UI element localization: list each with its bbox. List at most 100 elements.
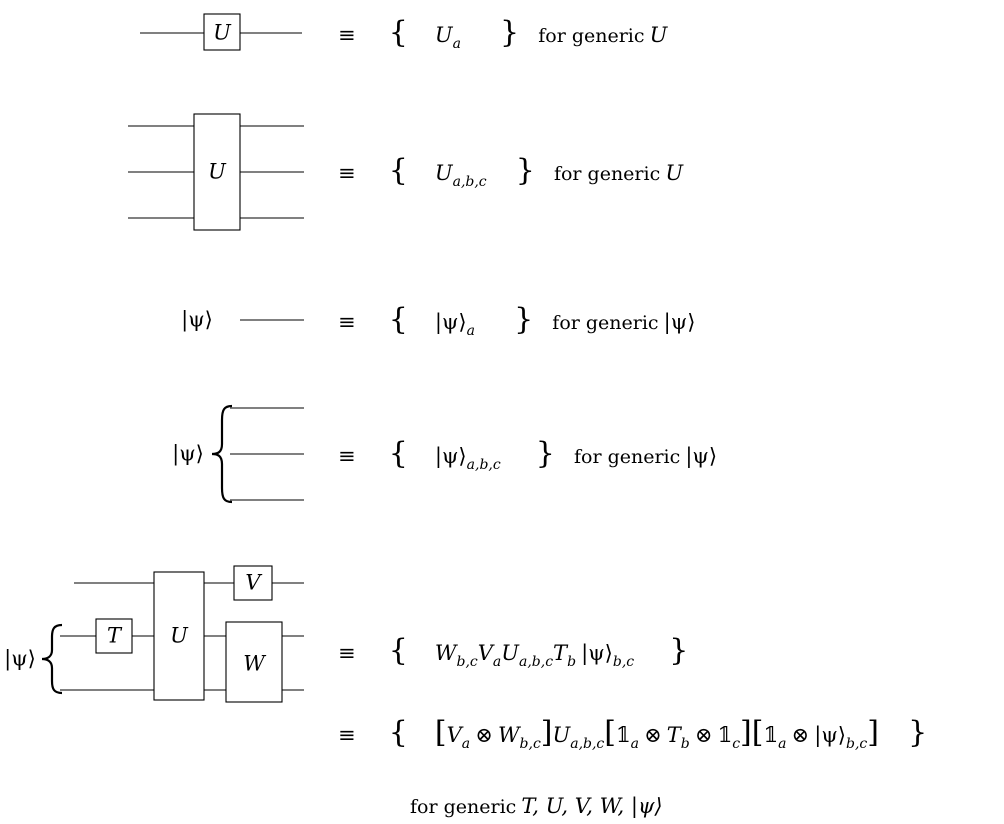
state-ket-label-composite: |ψ⟩ [4, 646, 36, 671]
gate-box-v [233, 565, 273, 601]
op-subscript: a,b,c [452, 174, 487, 190]
identity-symbol-2: 𝟙 [717, 723, 733, 747]
u-symbol: U [552, 723, 571, 747]
state-brace-multi [211, 404, 233, 504]
otimes-2: ⊗ [644, 723, 662, 747]
otimes-4: ⊗ [791, 723, 810, 747]
w-symbol: W [434, 641, 457, 665]
u-subscript: a,b,c [518, 654, 554, 670]
equation-row-5-line-2: ≡ { [Va ⊗ Wb,c]Ua,b,c[𝟙a ⊗ Tb ⊗ 𝟙c][𝟙a ⊗… [338, 715, 928, 752]
caption-math: T, U, V, W, |ψ⟩ [521, 794, 663, 818]
equation-row-2: ≡ { Ua,b,c } for generic U [338, 153, 684, 190]
open-brace: { [388, 153, 408, 188]
gate-box-w [225, 621, 283, 703]
op-symbol: |ψ⟩ [434, 310, 467, 334]
equation-row-1: ≡ { Ua } for generic U [338, 15, 668, 52]
u-subscript: a,b,c [570, 736, 605, 752]
state-ket-label-single: |ψ⟩ [181, 307, 213, 332]
equiv-symbol: ≡ [338, 444, 356, 468]
close-brace: } [514, 302, 534, 337]
equiv-symbol: ≡ [338, 641, 356, 665]
op-symbol: |ψ⟩ [434, 444, 467, 468]
caption-math: |ψ⟩ [663, 310, 696, 334]
equiv-symbol: ≡ [338, 23, 356, 47]
u-symbol: U [501, 641, 519, 665]
open-brace: { [388, 633, 408, 668]
otimes-1: ⊗ [475, 723, 493, 747]
v-subscript: a [492, 654, 502, 670]
gate-label-v: V [245, 570, 261, 595]
open-bracket-2: [ [604, 715, 616, 750]
op-subscript: a,b,c [466, 457, 501, 473]
identity-subscript-2: c [732, 736, 741, 752]
identity-subscript-3: a [778, 736, 787, 752]
w-subscript: b,c [519, 736, 541, 752]
ket-symbol: |ψ⟩ [814, 723, 846, 747]
open-brace: { [388, 302, 408, 337]
caption-text: for generic [552, 312, 659, 334]
gate-box-t [95, 618, 133, 654]
t-subscript: b [680, 736, 690, 752]
close-brace: } [515, 153, 535, 188]
caption-math: |ψ⟩ [685, 444, 718, 468]
gate-box-u-multi [193, 113, 241, 231]
op-symbol: U [434, 161, 453, 185]
identity-symbol-3: 𝟙 [763, 723, 779, 747]
equation-row-4: ≡ { |ψ⟩a,b,c } for generic |ψ⟩ [338, 436, 718, 473]
equation-row-3: ≡ { |ψ⟩a } for generic |ψ⟩ [338, 302, 696, 339]
t-symbol: T [553, 641, 568, 665]
ket-symbol: |ψ⟩ [581, 641, 613, 665]
caption-math: U [649, 23, 668, 47]
v-subscript: a [461, 736, 471, 752]
open-brace: { [388, 436, 408, 471]
circuit-single-gate [140, 13, 302, 51]
circuit-three-wire-gate [128, 113, 304, 231]
state-brace-composite [41, 623, 63, 695]
ket-subscript: b,c [846, 736, 868, 752]
ket-subscript: b,c [612, 654, 635, 670]
gate-label-w: W [243, 651, 265, 676]
equiv-symbol: ≡ [338, 310, 356, 334]
identity-subscript-1: a [630, 736, 639, 752]
op-subscript: a [466, 323, 475, 339]
gate-label-u-multi: U [208, 159, 226, 184]
caption-text: for generic [410, 796, 517, 818]
close-bracket-1: ] [540, 715, 553, 750]
state-ket-label-multi: |ψ⟩ [172, 441, 204, 466]
open-bracket-3: [ [751, 715, 764, 750]
open-brace: { [388, 715, 408, 750]
equation-row-5-line-1: ≡ { Wb,cVaUa,b,cTb |ψ⟩b,c } [338, 633, 689, 670]
gate-label-u-composite: U [170, 623, 188, 648]
close-brace: } [669, 633, 689, 668]
caption-math: U [665, 161, 684, 185]
identity-symbol-1: 𝟙 [616, 723, 631, 747]
caption-text: for generic [553, 163, 661, 185]
v-symbol: V [446, 723, 462, 747]
open-bracket-1: [ [434, 715, 447, 750]
gate-box-u-single [203, 13, 241, 51]
t-subscript: b [567, 654, 577, 670]
w-subscript: b,c [456, 654, 478, 670]
equation-row-5-caption: for generic T, U, V, W, |ψ⟩ [410, 796, 663, 817]
close-bracket-2: ] [740, 715, 752, 750]
v-symbol: V [477, 641, 493, 665]
close-brace: } [908, 715, 928, 750]
circuit-state-multi [230, 407, 304, 501]
gate-label-u-single: U [213, 20, 231, 45]
t-symbol: T [666, 723, 681, 747]
w-symbol: W [497, 723, 520, 747]
op-subscript: a [452, 36, 461, 52]
close-brace: } [535, 436, 555, 471]
equiv-symbol: ≡ [338, 161, 356, 185]
otimes-3: ⊗ [694, 723, 713, 747]
close-brace: } [500, 15, 520, 50]
circuit-composite [60, 565, 304, 703]
equiv-symbol: ≡ [338, 723, 356, 747]
caption-text: for generic [573, 446, 681, 468]
close-bracket-3: ] [867, 715, 879, 750]
open-brace: { [388, 15, 408, 50]
op-symbol: U [434, 23, 453, 47]
gate-box-u-composite [153, 571, 205, 701]
caption-text: for generic [538, 25, 645, 47]
